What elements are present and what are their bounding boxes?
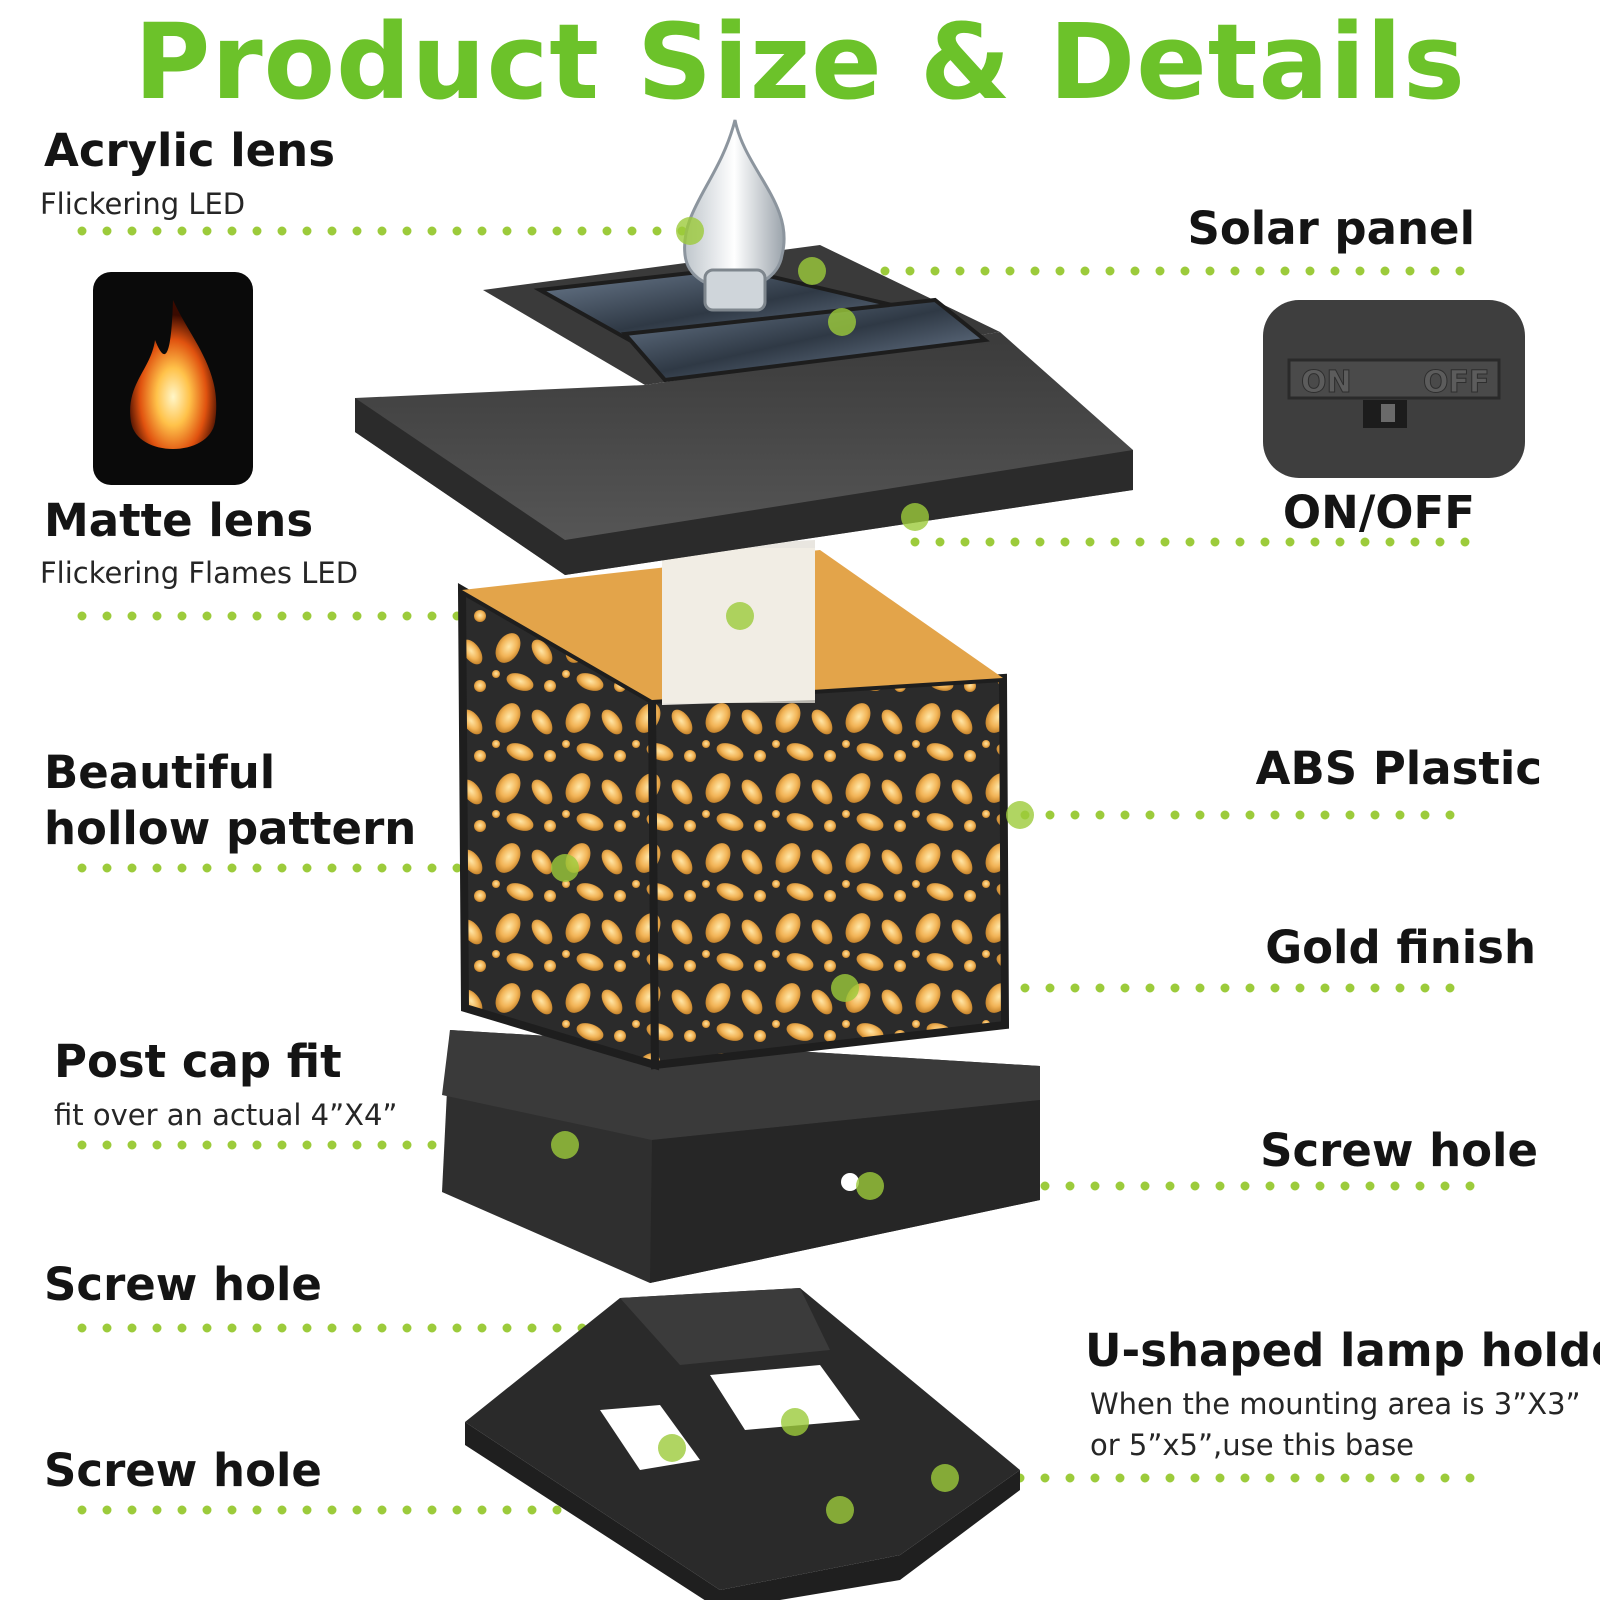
switch-off-text: OFF	[1423, 365, 1490, 400]
label-abs-plastic: ABS Plastic	[1255, 742, 1542, 795]
label-screw-hole-right: Screw hole	[1260, 1124, 1538, 1177]
label-on-off: ON/OFF	[1282, 486, 1475, 539]
label-hollow-line2: hollow pattern	[44, 802, 417, 855]
page-title: Product Size & Details	[134, 1, 1466, 123]
flame-icon	[93, 272, 253, 485]
label-hollow-line1: Beautiful	[44, 746, 276, 799]
label-screw-hole-left-2: Screw hole	[44, 1444, 322, 1497]
label-acrylic-lens: Acrylic lens	[44, 124, 335, 177]
callout-target-dots	[551, 217, 1034, 1524]
sub-acrylic-lens: Flickering LED	[40, 187, 246, 221]
sub-u-holder-1: When the mounting area is 3”X3”	[1090, 1387, 1581, 1421]
label-screw-hole-left-1: Screw hole	[44, 1258, 322, 1311]
lamp-base-box	[442, 1030, 1040, 1283]
sub-post-cap: fit over an actual 4”X4”	[54, 1098, 398, 1132]
sub-u-holder-2: or 5”x5”,use this base	[1090, 1428, 1415, 1462]
label-u-holder: U-shaped lamp holder	[1085, 1324, 1600, 1377]
label-gold-finish: Gold finish	[1265, 921, 1536, 974]
acrylic-lens	[683, 119, 786, 312]
switch-on-text: ON	[1301, 365, 1352, 400]
u-shaped-holder	[465, 1288, 1020, 1600]
label-matte-lens: Matte lens	[44, 494, 314, 547]
on-off-switch-icon: ON OFF	[1263, 300, 1525, 478]
sub-matte-lens: Flickering Flames LED	[40, 556, 359, 590]
lamp-roof	[355, 245, 1133, 575]
label-post-cap: Post cap fit	[54, 1035, 342, 1088]
label-solar-panel: Solar panel	[1187, 202, 1475, 255]
